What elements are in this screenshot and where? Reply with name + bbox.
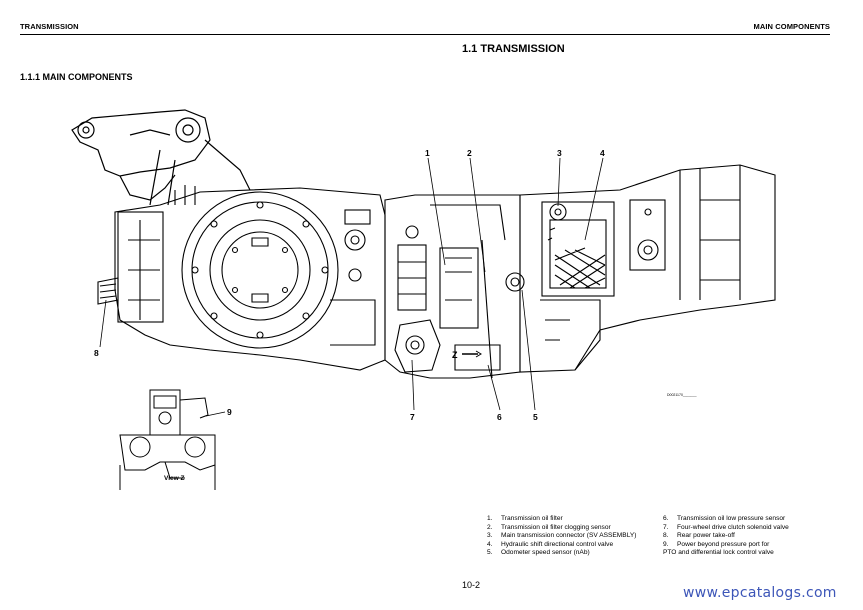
legend-text: Main transmission connector (SV ASSEMBLY…	[501, 532, 637, 540]
subsection-title: 1.1.1 MAIN COMPONENTS	[20, 72, 133, 82]
legend-number: 8.	[663, 532, 669, 540]
legend-number: 4.	[487, 540, 493, 548]
header-section-right: MAIN COMPONENTS	[753, 22, 830, 31]
legend-text: Odometer speed sensor (nAb)	[501, 549, 590, 557]
legend-item: 3. Main transmission connector (SV ASSEMB…	[487, 532, 657, 541]
callout-7: 7	[410, 412, 415, 422]
callout-9: 9	[227, 407, 232, 417]
view-z-label: View Z	[164, 475, 185, 482]
legend-item: 7. Four-wheel drive clutch solenoid valve	[663, 524, 833, 533]
legend-column-1: 1. Transmission oil filter 2. Transmission…	[487, 515, 657, 558]
callout-2: 2	[467, 148, 472, 158]
legend-item: 6. Transmission oil low pressure sensor	[663, 515, 833, 524]
legend-item-continuation: PTO and differential lock control valve	[663, 549, 774, 557]
drawing-code: D0021170_______	[667, 393, 697, 397]
legend-item: 5. Odometer speed sensor (nAb)	[487, 549, 657, 558]
legend-item: 1. Transmission oil filter	[487, 515, 657, 524]
callout-8: 8	[94, 348, 99, 358]
callout-5: 5	[533, 412, 538, 422]
legend-number: 1.	[487, 515, 493, 522]
legend-text: Power beyond pressure port for	[677, 540, 770, 548]
legend-text: Rear power take-off	[677, 532, 735, 540]
legend-number: 3.	[487, 532, 493, 540]
legend-number: 9.	[663, 540, 669, 548]
legend-text: Transmission oil filter clogging sensor	[501, 523, 611, 531]
legend-number: 5.	[487, 549, 493, 557]
legend-item: 9. Power beyond pressure port for	[663, 541, 833, 550]
callout-leaders	[99, 157, 604, 417]
callout-6: 6	[497, 412, 502, 422]
legend-number: 2.	[487, 523, 493, 531]
legend-text: Transmission oil low pressure sensor	[677, 515, 786, 522]
header-rule	[20, 34, 830, 35]
section-title: 1.1 TRANSMISSION	[462, 43, 565, 55]
callout-4: 4	[600, 148, 605, 158]
watermark: www.epcatalogs.com	[683, 585, 837, 601]
callout-3: 3	[557, 148, 562, 158]
legend-item: 4. Hydraulic shift directional control va…	[487, 541, 657, 550]
view-z-inset	[119, 389, 216, 490]
legend-number: 7.	[663, 523, 669, 531]
legend-text: Transmission oil filter	[501, 515, 563, 522]
z-marker: Z	[452, 350, 458, 360]
legend-item: 2. Transmission oil filter clogging senso…	[487, 524, 657, 533]
legend-column-2: 6. Transmission oil low pressure sensor 7…	[663, 515, 833, 558]
rear-housing	[97, 185, 386, 371]
page-number: 10-2	[462, 580, 481, 590]
front-section	[519, 164, 776, 373]
legend-number: 6.	[663, 515, 669, 522]
lift-linkage	[71, 109, 251, 206]
header-section-left: TRANSMISSION	[20, 22, 79, 31]
legend-text: Hydraulic shift directional control valv…	[501, 540, 614, 548]
legend-item: 8. Rear power take-off	[663, 532, 833, 541]
callout-1: 1	[425, 148, 430, 158]
z-arrow	[462, 350, 482, 358]
legend-text: Four-wheel drive clutch solenoid valve	[677, 523, 789, 531]
